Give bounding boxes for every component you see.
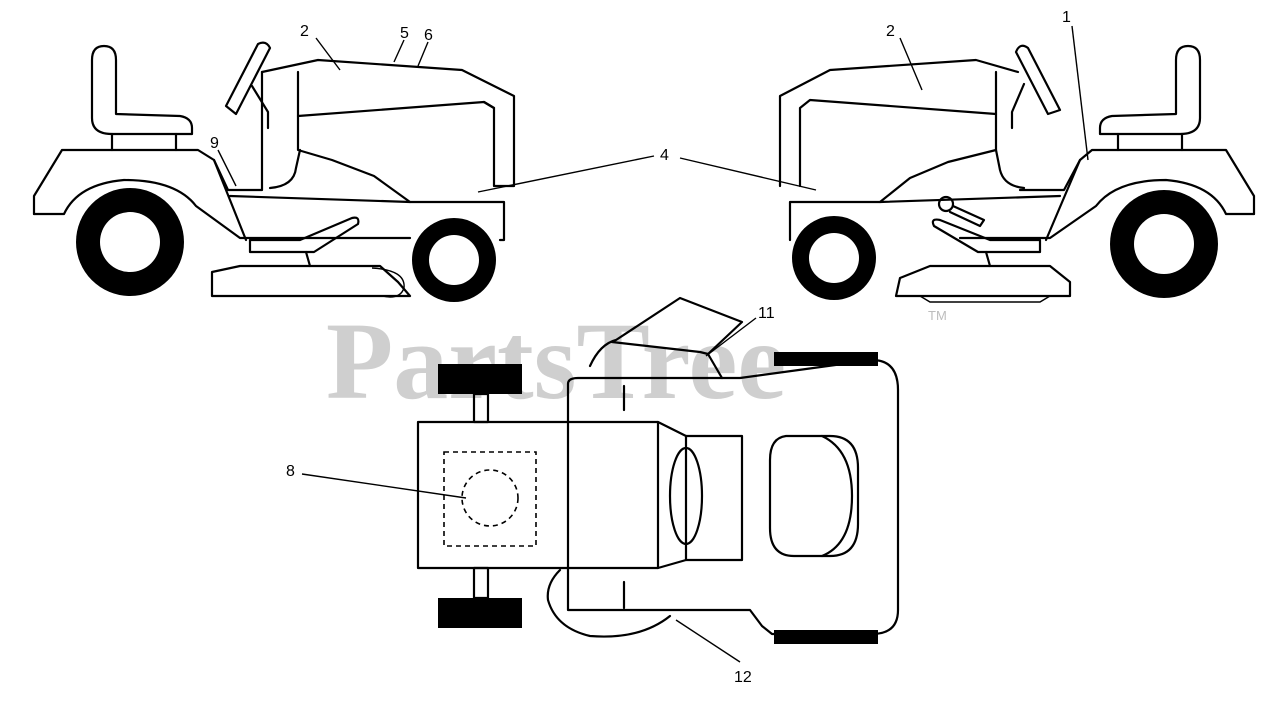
leader-lines (217, 25, 1089, 663)
callout-8: 8 (286, 463, 295, 480)
tractor-top-view (416, 296, 900, 644)
callout-11: 11 (758, 305, 775, 322)
tractor-left-side-view (32, 41, 516, 302)
callout-9: 9 (210, 135, 219, 152)
callout-4: 4 (660, 147, 669, 164)
tractor-right-side-view (778, 44, 1256, 303)
callout-12: 12 (734, 669, 752, 686)
callout-2-left: 2 (300, 23, 309, 40)
callout-5: 5 (400, 25, 409, 42)
callout-6: 6 (424, 27, 433, 44)
callout-2-right: 2 (886, 23, 895, 40)
callout-labels: 2 5 6 9 4 2 1 11 8 12 (210, 9, 1071, 686)
watermark-text: PartsTree (326, 300, 786, 422)
callout-1: 1 (1062, 9, 1071, 26)
watermark-trademark: TM (928, 308, 947, 323)
